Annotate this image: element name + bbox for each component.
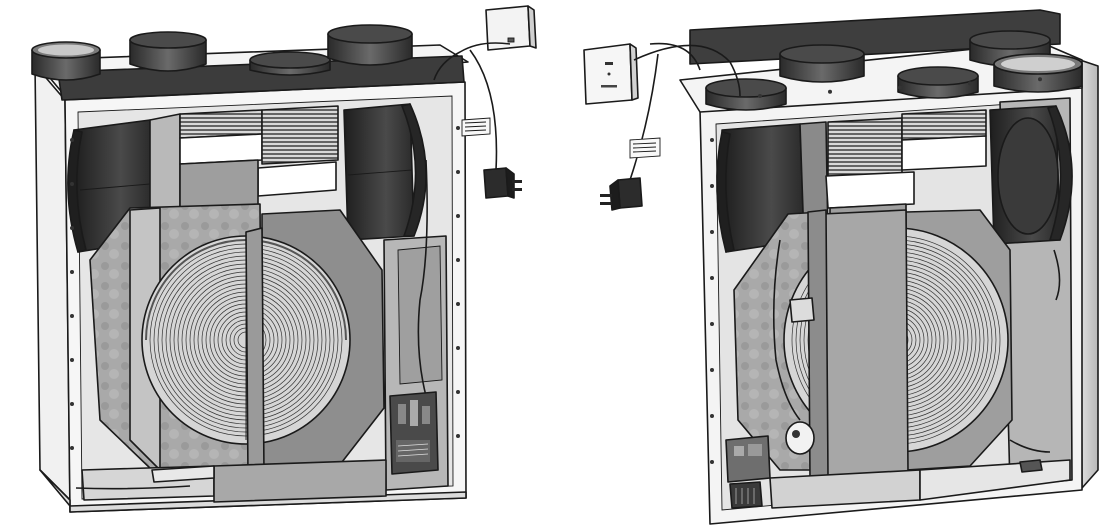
frame-screw	[456, 390, 460, 394]
frame-screw	[758, 94, 762, 98]
frame-screw	[456, 302, 460, 306]
frame-screw	[828, 89, 832, 94]
frame-screw	[1038, 77, 1042, 82]
frame-screw	[456, 434, 460, 438]
frame-screw	[456, 126, 460, 130]
frame-screw	[70, 182, 74, 186]
left-service-bay	[383, 159, 449, 491]
frame-screw	[456, 258, 460, 262]
left-control-board	[389, 391, 439, 475]
frame-screw	[456, 346, 460, 350]
frame-screw	[968, 81, 972, 86]
frame-screw	[70, 138, 74, 142]
left-divider-plate	[245, 227, 265, 477]
frame-screw	[710, 414, 714, 418]
left-frame-screws	[70, 126, 460, 450]
right-unit	[583, 9, 1099, 525]
right-center-duct	[821, 209, 909, 477]
left-control-box	[433, 5, 537, 171]
right-frame-screws	[710, 77, 1042, 464]
frame-screw	[710, 230, 714, 234]
right-cables	[629, 42, 1061, 301]
frame-screw	[710, 322, 714, 326]
frame-screw	[710, 460, 714, 464]
right-drip-tray	[769, 439, 1071, 509]
frame-screw	[70, 402, 74, 406]
frame-screw	[70, 226, 74, 230]
frame-screw	[898, 85, 902, 90]
frame-screw	[710, 184, 714, 188]
frame-screw	[70, 446, 74, 450]
left-fan-right	[343, 103, 427, 241]
left-casing-bottom	[39, 469, 467, 513]
frame-screw	[710, 368, 714, 372]
left-ducts	[31, 24, 413, 81]
frame-screw	[70, 314, 74, 318]
frame-screw	[456, 214, 460, 218]
frame-screw	[70, 270, 74, 274]
frame-screw	[710, 138, 714, 142]
left-unit	[31, 5, 537, 513]
right-plug	[600, 177, 643, 211]
left-drip-tray	[75, 459, 387, 503]
right-rotor-motor	[772, 239, 815, 455]
frame-screw	[456, 170, 460, 174]
right-control-panel	[583, 43, 639, 105]
right-electronics	[725, 435, 771, 509]
frame-screw	[70, 358, 74, 362]
right-ducts	[705, 30, 1083, 111]
right-fan-right	[989, 105, 1073, 245]
frame-screw	[710, 276, 714, 280]
left-plug	[483, 167, 522, 199]
